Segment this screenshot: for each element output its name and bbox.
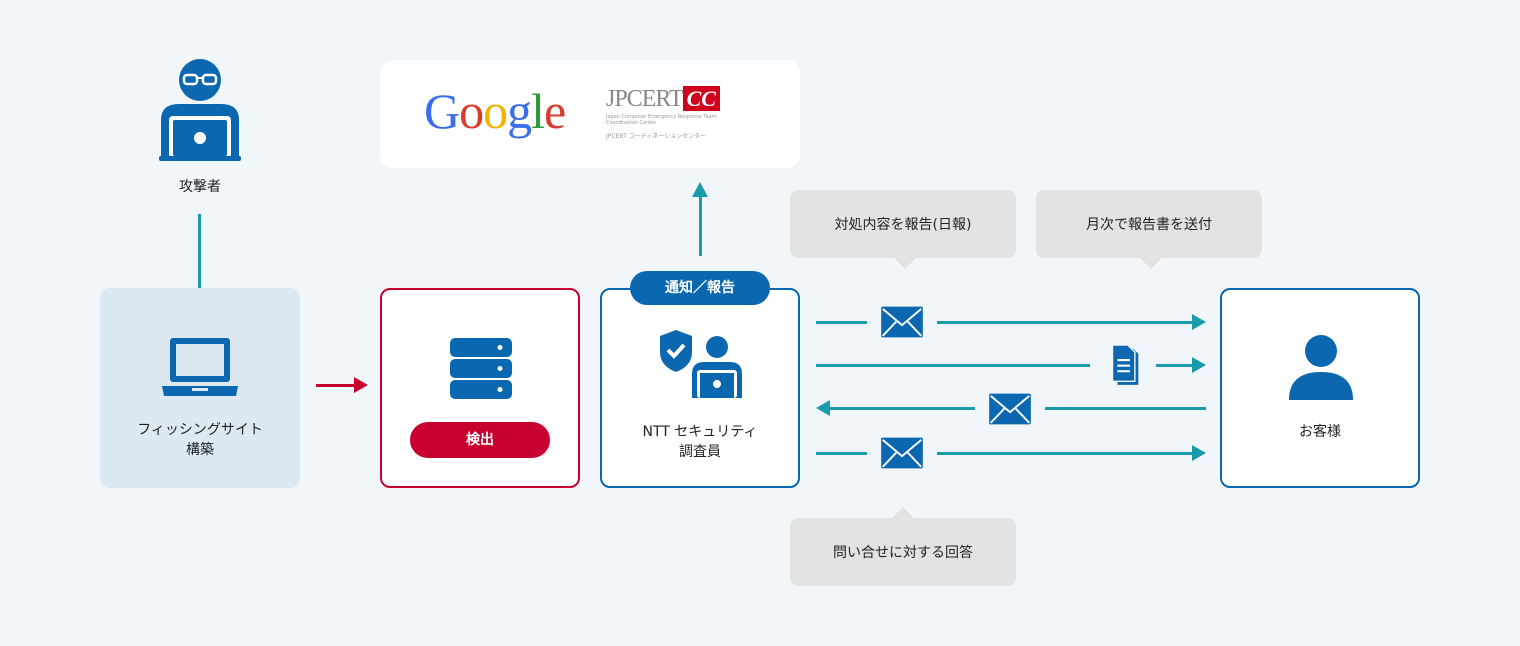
arrowhead-4 xyxy=(1192,445,1206,461)
mail-icon xyxy=(867,433,937,473)
user-icon xyxy=(1289,335,1353,400)
arrow-red-head xyxy=(354,377,368,393)
server-icon xyxy=(450,338,512,399)
attacker-label: 攻撃者 xyxy=(179,179,221,195)
arrow-up-head xyxy=(692,182,708,197)
investigator-label-2: 調査員 xyxy=(679,444,721,460)
phishing-label-2: 構築 xyxy=(186,442,214,458)
laptop-icon xyxy=(162,338,238,396)
attacker-icon xyxy=(159,59,241,161)
shield-person-icon xyxy=(660,330,742,398)
bubble-monthly-report: 月次で報告書を送付 xyxy=(1036,190,1262,269)
mail-icon xyxy=(867,302,937,342)
arrow-down xyxy=(198,214,201,304)
flow-line-2 xyxy=(816,364,1192,367)
detection-box: 検出 xyxy=(380,288,580,488)
bubble-daily-report: 対処内容を報告(日報) xyxy=(790,190,1016,269)
mail-icon xyxy=(975,389,1045,429)
flow-line-4 xyxy=(816,452,1192,455)
customer-label: お客様 xyxy=(1299,424,1341,440)
investigator-box: NTT セキュリティ 調査員 xyxy=(600,288,800,488)
notify-report-badge: 通知／報告 xyxy=(630,271,770,305)
phishing-label-1: フィッシングサイト xyxy=(137,422,263,438)
customer-box: お客様 xyxy=(1220,288,1420,488)
arrowhead-2 xyxy=(1192,357,1206,373)
attacker-node xyxy=(155,58,245,168)
arrowhead-3 xyxy=(816,400,830,416)
detection-button[interactable]: 検出 xyxy=(410,422,550,458)
phishing-site-box: フィッシングサイト 構築 xyxy=(100,288,300,488)
bubble-answer: 問い合せに対する回答 xyxy=(790,507,1016,586)
google-logo: Google xyxy=(424,83,566,139)
flow-line-1 xyxy=(816,321,1192,324)
arrow-red xyxy=(316,384,356,387)
document-icon xyxy=(1090,336,1156,396)
investigator-label-1: NTT セキュリティ xyxy=(642,424,758,440)
arrowhead-1 xyxy=(1192,314,1206,330)
arrow-up xyxy=(699,196,702,256)
